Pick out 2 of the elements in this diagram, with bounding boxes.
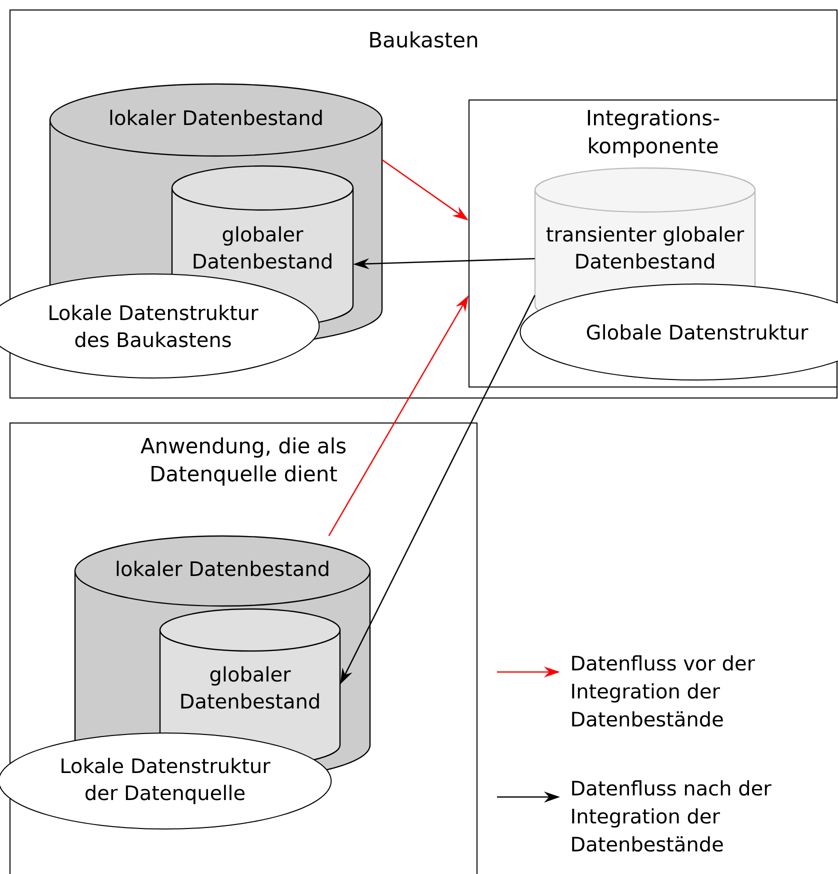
legend-text: Datenfluss nach der Integration der Datenbestände — [572, 780, 772, 852]
legend-text: Datenfluss vor der Integration der Datenbestände — [572, 655, 756, 727]
